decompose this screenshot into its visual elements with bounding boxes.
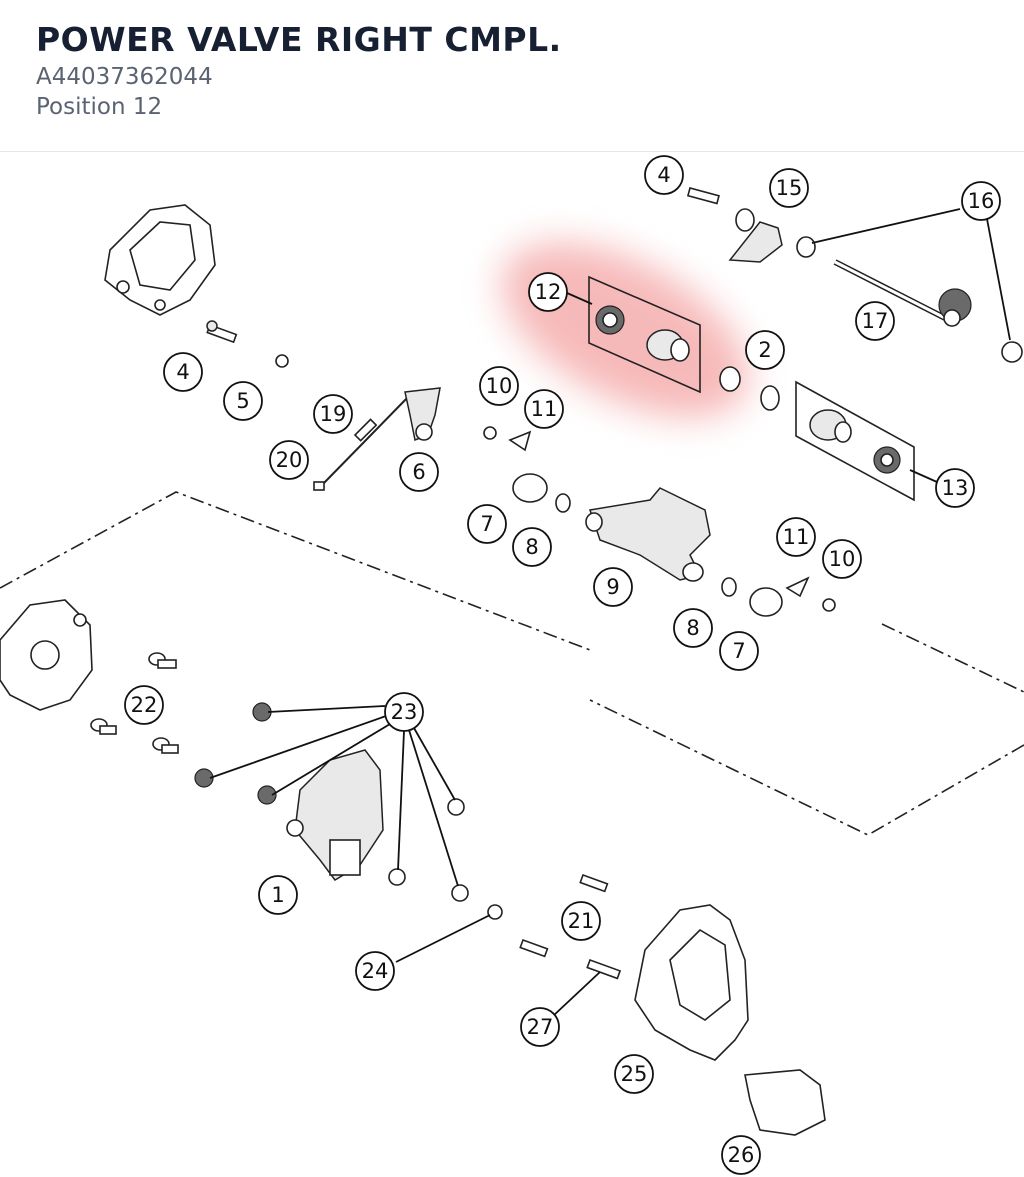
callout-27[interactable]: 27	[520, 1007, 560, 1047]
callout-13[interactable]: 13	[935, 468, 975, 508]
screw-part	[206, 320, 238, 344]
svg-text:17: 17	[862, 309, 889, 333]
pulley-part	[404, 387, 441, 442]
washer-part-24	[487, 904, 503, 920]
callout-17[interactable]: 17	[855, 301, 895, 341]
svg-text:10: 10	[486, 374, 513, 398]
callout-5[interactable]: 5	[223, 381, 263, 421]
svg-text:16: 16	[968, 189, 995, 213]
callout-12[interactable]: 12	[528, 272, 568, 312]
callout-6[interactable]: 6	[399, 452, 439, 492]
servo-motor-part	[286, 749, 384, 881]
svg-text:24: 24	[362, 959, 389, 983]
cylinder-cover-part	[104, 204, 216, 316]
callout-labels: 4 15 16 12 2 17 4 5 19 10 11 13 20 6 7 8…	[124, 155, 1001, 1175]
callout-4-left[interactable]: 4	[163, 352, 203, 392]
callout-7-right[interactable]: 7	[719, 631, 759, 671]
svg-text:4: 4	[657, 163, 670, 187]
callout-23[interactable]: 23	[384, 692, 424, 732]
svg-text:7: 7	[480, 512, 493, 536]
callout-21[interactable]: 21	[561, 901, 601, 941]
svg-text:12: 12	[535, 280, 562, 304]
washer-part	[275, 354, 289, 368]
svg-text:2: 2	[758, 338, 771, 362]
callout-1[interactable]: 1	[258, 875, 298, 915]
lever-part	[728, 208, 783, 263]
boundary-dashed-line-bottom	[589, 699, 1024, 836]
callout-11-right[interactable]: 11	[776, 517, 816, 557]
callout-26[interactable]: 26	[721, 1135, 761, 1175]
svg-text:27: 27	[527, 1015, 554, 1039]
callout-8-right[interactable]: 8	[673, 608, 713, 648]
page-title: POWER VALVE RIGHT CMPL.	[36, 20, 562, 59]
callout-9[interactable]: 9	[593, 567, 633, 607]
svg-text:1: 1	[271, 883, 284, 907]
svg-text:8: 8	[525, 535, 538, 559]
callout-22[interactable]: 22	[124, 685, 164, 725]
callout-16[interactable]: 16	[961, 181, 1001, 221]
callout-11-top[interactable]: 11	[524, 389, 564, 429]
svg-text:22: 22	[131, 693, 158, 717]
svg-text:23: 23	[391, 700, 418, 724]
callout-7-left[interactable]: 7	[467, 504, 507, 544]
o-ring-part	[555, 493, 571, 513]
svg-text:13: 13	[942, 476, 969, 500]
svg-text:9: 9	[606, 575, 619, 599]
callout-8-left[interactable]: 8	[512, 527, 552, 567]
highlight-glow	[501, 242, 749, 418]
svg-text:11: 11	[783, 525, 810, 549]
leader-lines	[209, 208, 1011, 1017]
cap-part-26	[744, 1069, 826, 1136]
callout-4-top[interactable]: 4	[644, 155, 684, 195]
svg-text:4: 4	[176, 360, 189, 384]
svg-text:7: 7	[732, 639, 745, 663]
callout-19[interactable]: 19	[313, 394, 353, 434]
side-cover-part	[0, 599, 93, 711]
callout-25[interactable]: 25	[614, 1054, 654, 1094]
callout-20[interactable]: 20	[269, 440, 309, 480]
svg-text:26: 26	[728, 1143, 755, 1167]
callout-10-top[interactable]: 10	[479, 366, 519, 406]
valve-body-part	[585, 487, 711, 582]
small-screw-part	[483, 426, 532, 452]
screw-group-22	[90, 652, 179, 754]
svg-text:10: 10	[829, 547, 856, 571]
boundary-dashed-line-right	[881, 623, 1024, 693]
bushing-part	[512, 473, 548, 503]
rod-part	[321, 394, 411, 486]
svg-text:20: 20	[276, 448, 303, 472]
svg-text:15: 15	[776, 176, 803, 200]
part-number: A44037362044	[36, 64, 213, 90]
power-valve-right-cmpl	[588, 275, 701, 394]
cover-part-25	[634, 904, 749, 1061]
screw-group-21-27	[519, 873, 622, 980]
svg-text:6: 6	[412, 460, 425, 484]
svg-text:25: 25	[621, 1062, 648, 1086]
svg-text:21: 21	[568, 909, 595, 933]
o-ring-part-2	[719, 366, 741, 392]
callout-15[interactable]: 15	[769, 168, 809, 208]
callout-24[interactable]: 24	[355, 951, 395, 991]
exploded-parts-diagram: 4 15 16 12 2 17 4 5 19 10 11 13 20 6 7 8…	[0, 155, 1024, 1175]
grommet-group-23	[194, 702, 469, 902]
callout-2[interactable]: 2	[745, 330, 785, 370]
position-label: Position 12	[36, 94, 163, 120]
svg-text:11: 11	[531, 397, 558, 421]
boundary-dashed-line	[0, 491, 591, 651]
svg-text:8: 8	[686, 616, 699, 640]
svg-text:19: 19	[320, 402, 347, 426]
bushing-part-right	[749, 587, 783, 617]
svg-text:5: 5	[236, 389, 249, 413]
power-valve-left-part	[795, 380, 915, 502]
callout-10-right[interactable]: 10	[822, 539, 862, 579]
page-header: POWER VALVE RIGHT CMPL. A44037362044 Pos…	[0, 0, 1024, 152]
